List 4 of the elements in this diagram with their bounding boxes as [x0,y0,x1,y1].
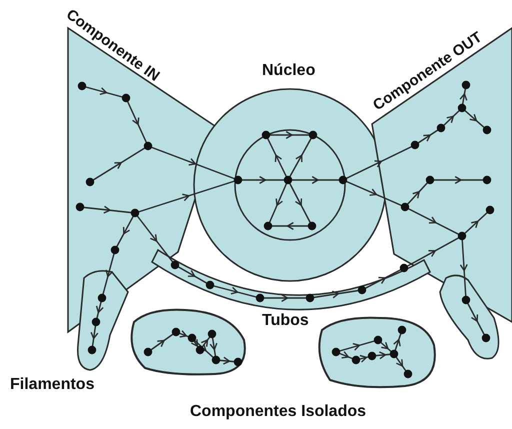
region-label: Núcleo [262,62,316,80]
group-label: Filamentos [10,376,94,394]
group-label: Componentes Isolados [190,403,366,421]
region-label: Tubos [262,312,309,330]
